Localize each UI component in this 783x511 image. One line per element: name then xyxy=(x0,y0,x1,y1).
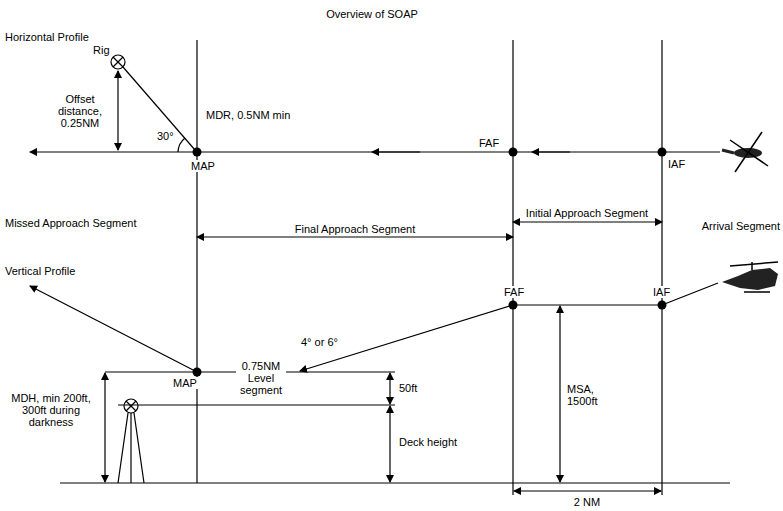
deck-dimension xyxy=(389,406,390,482)
diagram-label: Arrival Segment xyxy=(701,220,781,232)
rig-leg xyxy=(130,413,131,483)
rig-symbol xyxy=(113,57,123,67)
diagram-label: MDR, 0.5NM min xyxy=(205,109,291,121)
diagram-label: Horizontal Profile xyxy=(4,31,90,43)
diagram-label: IAF xyxy=(652,286,671,298)
segment-dimension xyxy=(197,236,513,237)
track-line xyxy=(30,151,720,152)
mdr-line xyxy=(123,67,195,150)
diagram-label: 50ft xyxy=(398,382,418,394)
diagram-label: 4° or 6° xyxy=(300,336,339,348)
waypoint xyxy=(193,148,202,157)
segment-dimension xyxy=(513,221,662,222)
rig-symbol xyxy=(124,399,138,413)
sea-level xyxy=(60,482,730,483)
diagram-label: IAF xyxy=(667,158,686,170)
deck-line xyxy=(118,404,395,405)
waypoint xyxy=(509,148,518,157)
rig-symbol xyxy=(126,401,136,411)
waypoint xyxy=(509,301,518,310)
rig-leg xyxy=(118,413,128,483)
diagram-label: Missed Approach Segment xyxy=(4,217,137,229)
helicopter-icon xyxy=(722,262,778,292)
mdh-dimension xyxy=(104,373,105,482)
helicopter-icon xyxy=(722,132,768,172)
missed-approach-line xyxy=(30,286,197,372)
track-arrow xyxy=(532,151,570,152)
2nm-dimension xyxy=(514,490,661,491)
diagram-label: Deck height xyxy=(398,436,458,448)
diagram-label: Rig xyxy=(92,44,111,56)
waypoint xyxy=(658,148,667,157)
diagram-label: FAF xyxy=(478,137,500,149)
diagram-label: Initial Approach Segment xyxy=(525,207,649,219)
diagram-label: FAF xyxy=(503,286,525,298)
iaf-line xyxy=(661,40,662,495)
faf-line xyxy=(512,40,513,495)
diagram-label: 0.75NM Level segment xyxy=(236,360,286,396)
diagram-label: Vertical Profile xyxy=(4,265,76,277)
map-line xyxy=(196,40,197,483)
offset-dimension xyxy=(117,71,118,150)
diagram-label: MDH, min 200ft, 300ft during darkness xyxy=(2,392,100,428)
diagram-label: 30° xyxy=(156,130,175,142)
rig-symbol xyxy=(126,401,136,411)
track-arrow xyxy=(372,151,420,152)
diagram-title: Overview of SOAP xyxy=(325,8,419,20)
diagram-label: Final Approach Segment xyxy=(294,223,416,235)
msa-dimension xyxy=(559,306,560,482)
diagram-label: MAP xyxy=(172,377,198,389)
50ft-dimension xyxy=(389,373,390,404)
rig-symbol xyxy=(111,55,125,69)
diagram-label: Offset distance, 0.25NM xyxy=(46,93,114,129)
diagram-label: MAP xyxy=(190,160,216,172)
waypoint xyxy=(658,301,667,310)
angle-arc xyxy=(178,138,185,152)
initial-line xyxy=(513,304,662,305)
rig-symbol xyxy=(113,57,123,67)
waypoint xyxy=(193,368,202,377)
descent-line xyxy=(300,305,513,371)
rig-leg xyxy=(134,413,144,483)
diagram-label: 2 NM xyxy=(573,496,601,508)
diagram-label: MSA, 1500ft xyxy=(566,383,618,407)
